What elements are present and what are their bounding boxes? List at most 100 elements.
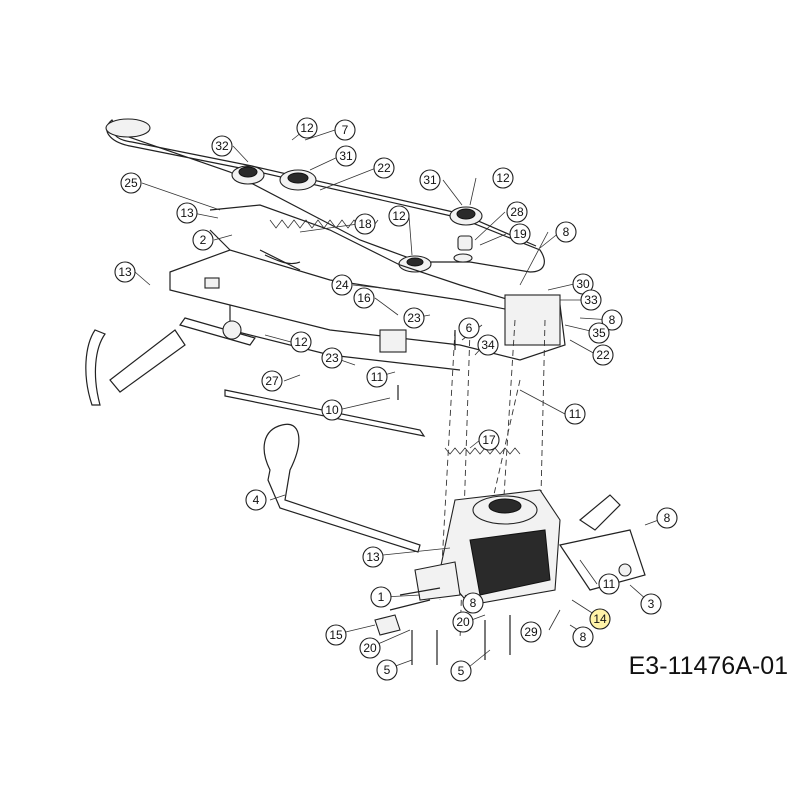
svg-text:32: 32 xyxy=(215,139,229,153)
svg-text:16: 16 xyxy=(357,291,371,305)
callout-13: 13 xyxy=(362,546,384,568)
svg-text:20: 20 xyxy=(363,641,377,655)
transaxle xyxy=(374,489,561,636)
callout-23: 23 xyxy=(403,307,425,329)
svg-text:8: 8 xyxy=(563,225,570,239)
callout-11: 11 xyxy=(598,573,620,595)
callout-5: 5 xyxy=(376,659,398,681)
callout-20: 20 xyxy=(359,637,381,659)
svg-text:10: 10 xyxy=(325,403,339,417)
svg-text:11: 11 xyxy=(371,370,384,384)
pulley-left xyxy=(231,165,265,185)
callout-3: 3 xyxy=(640,593,662,615)
svg-text:31: 31 xyxy=(339,149,353,163)
svg-text:23: 23 xyxy=(407,311,421,325)
callout-14-highlighted: 14 xyxy=(589,608,611,630)
svg-text:30: 30 xyxy=(576,277,590,291)
callout-35: 35 xyxy=(588,322,610,344)
callout-8: 8 xyxy=(572,626,594,648)
callout-18: 18 xyxy=(354,213,376,235)
callout-31: 31 xyxy=(419,169,441,191)
svg-text:8: 8 xyxy=(470,596,477,610)
svg-text:1: 1 xyxy=(378,590,385,604)
svg-text:22: 22 xyxy=(596,348,610,362)
svg-text:2: 2 xyxy=(200,233,207,247)
drive-belt xyxy=(105,118,545,273)
tension-spring-lower xyxy=(444,447,521,455)
svg-text:20: 20 xyxy=(456,615,470,629)
idler-pulley xyxy=(398,255,432,273)
svg-text:31: 31 xyxy=(423,173,437,187)
callout-12: 12 xyxy=(296,117,318,139)
svg-text:19: 19 xyxy=(513,227,527,241)
svg-text:25: 25 xyxy=(124,176,138,190)
callout-31: 31 xyxy=(335,145,357,167)
brake-rod xyxy=(224,389,426,437)
svg-text:7: 7 xyxy=(342,123,349,137)
spacer-bushing xyxy=(453,235,473,263)
pulley-right xyxy=(449,206,483,226)
svg-text:5: 5 xyxy=(384,663,391,677)
callout-24: 24 xyxy=(331,274,353,296)
svg-text:17: 17 xyxy=(482,433,496,447)
svg-text:13: 13 xyxy=(180,206,194,220)
shift-rod xyxy=(263,423,421,553)
callout-8: 8 xyxy=(601,309,623,331)
callout-12: 12 xyxy=(492,167,514,189)
callout-22: 22 xyxy=(373,157,395,179)
callout-1: 1 xyxy=(370,586,392,608)
svg-text:4: 4 xyxy=(253,493,260,507)
pulley-middle xyxy=(279,169,317,191)
svg-text:12: 12 xyxy=(496,171,510,185)
svg-text:35: 35 xyxy=(592,326,606,340)
svg-text:29: 29 xyxy=(524,625,538,639)
callout-30: 30 xyxy=(572,273,594,295)
svg-text:6: 6 xyxy=(466,321,473,335)
callout-12: 12 xyxy=(388,205,410,227)
svg-text:13: 13 xyxy=(118,265,132,279)
callout-34: 34 xyxy=(477,334,499,356)
pedal-linkage xyxy=(85,317,256,406)
svg-text:18: 18 xyxy=(358,217,372,231)
callout-29: 29 xyxy=(520,621,542,643)
svg-text:12: 12 xyxy=(294,335,308,349)
callout-11: 11 xyxy=(366,366,388,388)
callout-4: 4 xyxy=(245,489,267,511)
svg-text:27: 27 xyxy=(265,374,279,388)
callout-6: 6 xyxy=(458,317,480,339)
svg-text:8: 8 xyxy=(664,511,671,525)
svg-text:5: 5 xyxy=(458,664,465,678)
svg-text:22: 22 xyxy=(377,161,391,175)
mounting-bracket xyxy=(559,494,646,591)
callout-8: 8 xyxy=(656,507,678,529)
callout-19: 19 xyxy=(509,223,531,245)
svg-text:3: 3 xyxy=(648,597,655,611)
chassis-frame xyxy=(169,204,566,371)
svg-text:15: 15 xyxy=(329,628,343,642)
svg-text:12: 12 xyxy=(392,209,406,223)
svg-text:12: 12 xyxy=(300,121,314,135)
callout-5: 5 xyxy=(450,660,472,682)
callout-10: 10 xyxy=(321,399,343,421)
svg-text:24: 24 xyxy=(335,278,349,292)
svg-text:34: 34 xyxy=(481,338,495,352)
callout-15: 15 xyxy=(325,624,347,646)
callout-32: 32 xyxy=(211,135,233,157)
callout-22: 22 xyxy=(592,344,614,366)
callout-8: 8 xyxy=(462,592,484,614)
svg-text:23: 23 xyxy=(325,351,339,365)
svg-text:13: 13 xyxy=(366,550,380,564)
callout-8: 8 xyxy=(555,221,577,243)
callout-23: 23 xyxy=(321,347,343,369)
svg-text:11: 11 xyxy=(603,577,616,591)
callout-7: 7 xyxy=(334,119,356,141)
callout-17: 17 xyxy=(478,429,500,451)
svg-text:28: 28 xyxy=(510,205,524,219)
callout-20: 20 xyxy=(452,611,474,633)
svg-text:11: 11 xyxy=(569,407,582,421)
svg-text:14: 14 xyxy=(593,612,607,626)
callout-16: 16 xyxy=(353,287,375,309)
callout-11: 11 xyxy=(564,403,586,425)
svg-text:8: 8 xyxy=(609,313,616,327)
